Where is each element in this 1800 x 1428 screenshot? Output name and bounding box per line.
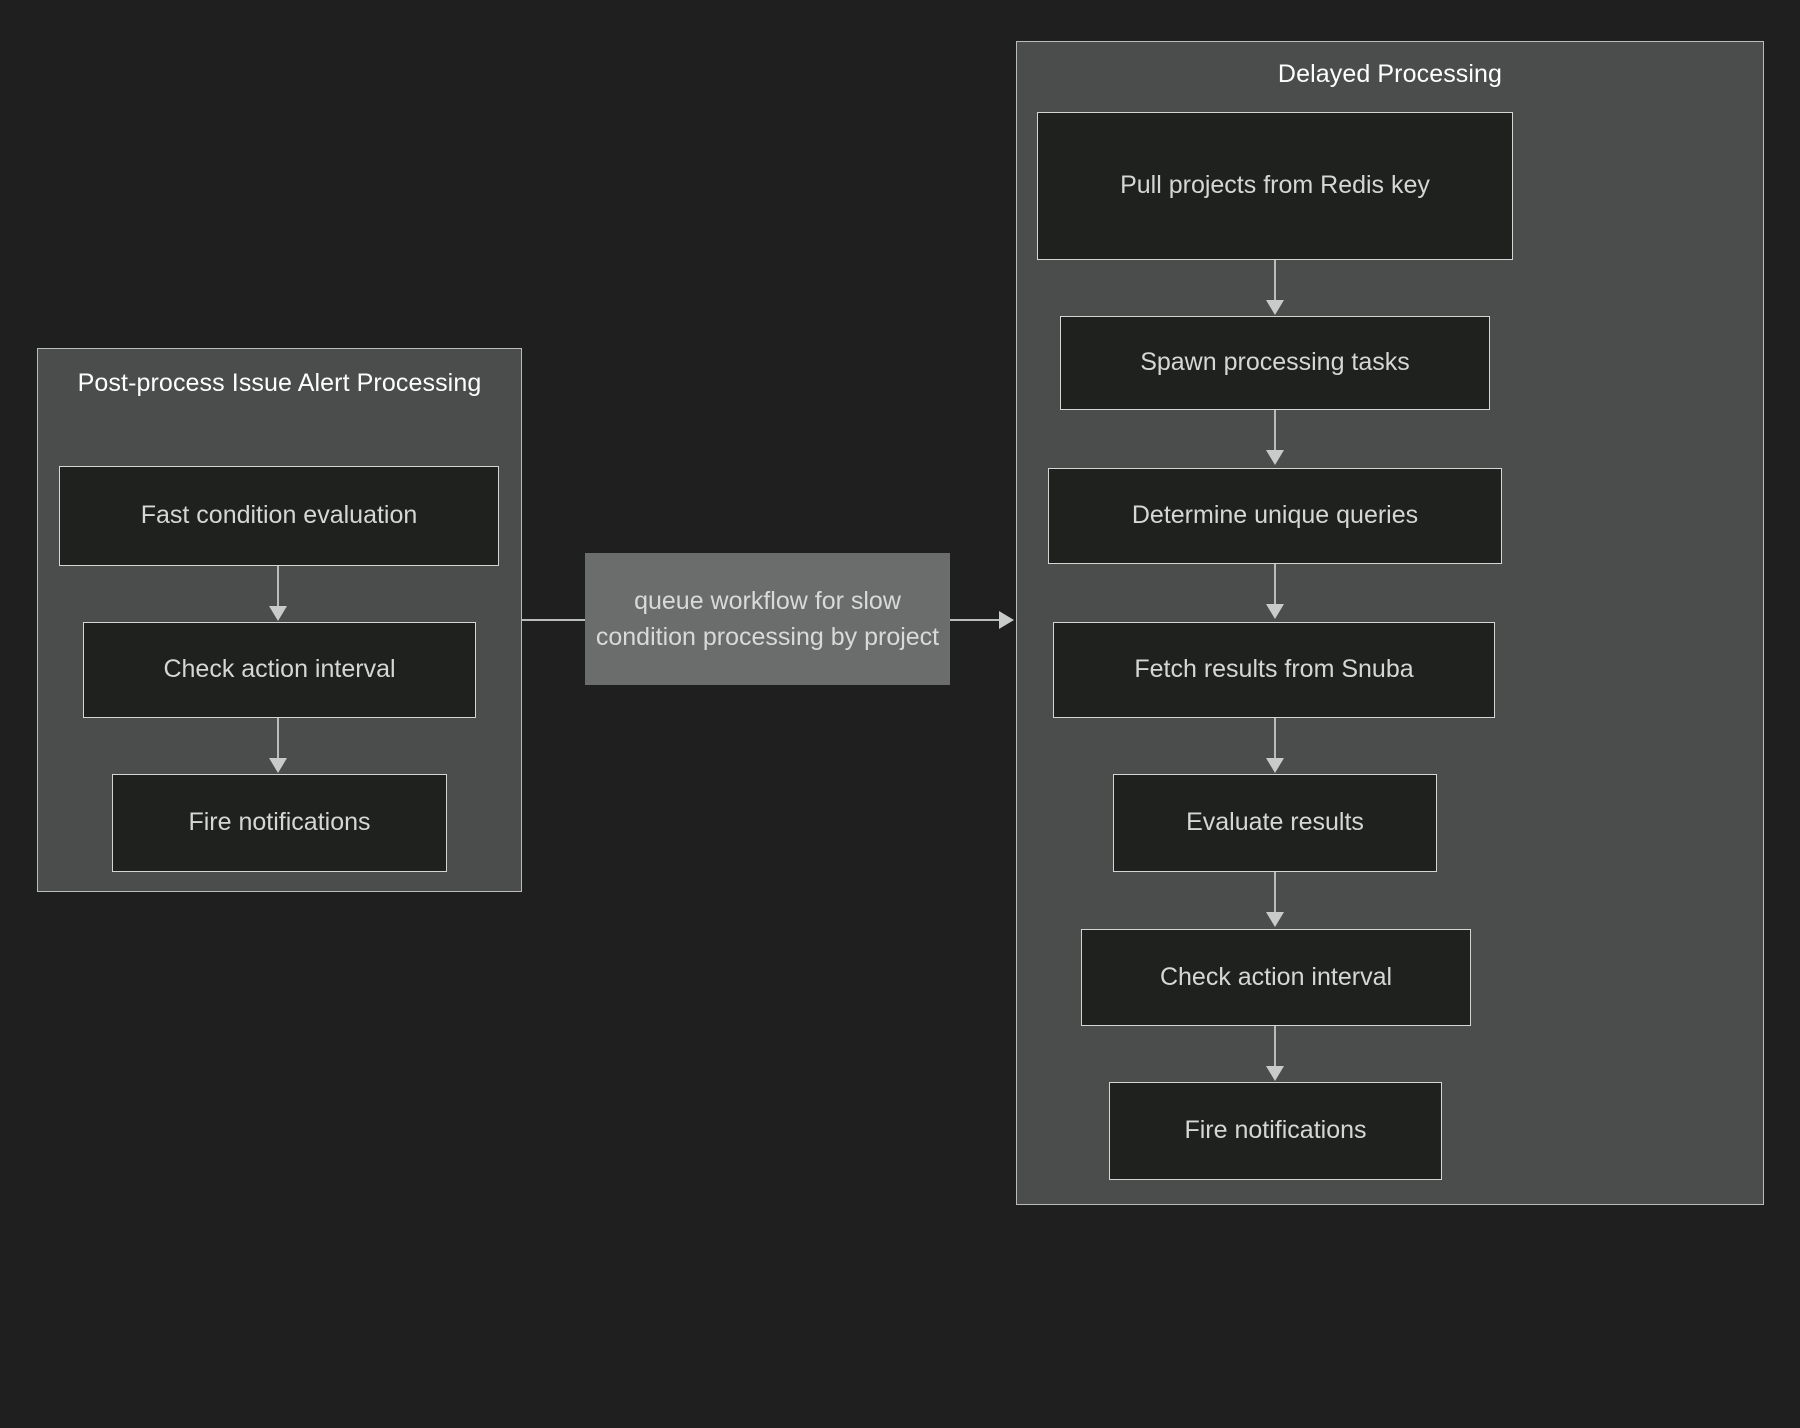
arrow-check-to-fire-icon xyxy=(269,758,287,773)
node-pull-projects-from-redis-key[interactable]: Pull projects from Redis key xyxy=(1037,112,1513,260)
node-label-fire-notifications: Fire notifications xyxy=(188,808,371,837)
subgraph-title-post-process: Post-process Issue Alert Processing xyxy=(77,369,482,397)
node-label-check-action-interval: Check action interval xyxy=(163,655,396,684)
node-spawn-processing-tasks[interactable]: Spawn processing tasks xyxy=(1060,316,1490,410)
node-label-fire-notifications-delayed: Fire notifications xyxy=(1184,1116,1367,1145)
edge-fast-to-check xyxy=(277,566,279,610)
edge-cross-subgraph-line-right xyxy=(949,619,999,621)
node-label-fast-condition-evaluation: Fast condition evaluation xyxy=(140,501,418,530)
arrow-pull-to-spawn-icon xyxy=(1266,300,1284,315)
node-determine-unique-queries[interactable]: Determine unique queries xyxy=(1048,468,1502,564)
edge-check-to-fire xyxy=(277,718,279,762)
arrow-cross-subgraph-icon xyxy=(999,611,1014,629)
edge-label-queue-workflow: queue workflow for slow condition proces… xyxy=(585,553,950,685)
arrow-evaluate-to-check-icon xyxy=(1266,912,1284,927)
node-label-fetch-results-from-snuba: Fetch results from Snuba xyxy=(1134,655,1414,684)
node-label-evaluate-results: Evaluate results xyxy=(1186,808,1364,837)
node-label-check-action-interval-delayed: Check action interval xyxy=(1159,962,1393,991)
arrow-check-to-fire-delayed-icon xyxy=(1266,1066,1284,1081)
node-fire-notifications[interactable]: Fire notifications xyxy=(112,774,447,872)
node-fire-notifications-delayed[interactable]: Fire notifications xyxy=(1109,1082,1442,1180)
node-label-pull-projects-from-redis-key: Pull projects from Redis key xyxy=(1120,171,1430,200)
edge-check-to-fire-delayed xyxy=(1274,1026,1276,1070)
subgraph-title-delayed-processing: Delayed Processing xyxy=(1277,60,1503,88)
node-label-determine-unique-queries: Determine unique queries xyxy=(1131,501,1419,530)
node-evaluate-results[interactable]: Evaluate results xyxy=(1113,774,1437,872)
edge-pull-to-spawn xyxy=(1274,260,1276,304)
edge-spawn-to-determine xyxy=(1274,410,1276,454)
arrow-determine-to-fetch-icon xyxy=(1266,604,1284,619)
edge-label-text: queue workflow for slow condition proces… xyxy=(595,586,940,651)
arrow-fetch-to-evaluate-icon xyxy=(1266,758,1284,773)
edge-fetch-to-evaluate xyxy=(1274,718,1276,762)
arrow-spawn-to-determine-icon xyxy=(1266,450,1284,465)
node-check-action-interval[interactable]: Check action interval xyxy=(83,622,476,718)
edge-evaluate-to-check xyxy=(1274,872,1276,916)
node-check-action-interval-delayed[interactable]: Check action interval xyxy=(1081,929,1471,1026)
edge-cross-subgraph-line-left xyxy=(522,619,587,621)
node-fetch-results-from-snuba[interactable]: Fetch results from Snuba xyxy=(1053,622,1495,718)
arrow-fast-to-check-icon xyxy=(269,606,287,621)
node-label-spawn-processing-tasks: Spawn processing tasks xyxy=(1140,348,1410,377)
node-fast-condition-evaluation[interactable]: Fast condition evaluation xyxy=(59,466,499,566)
edge-determine-to-fetch xyxy=(1274,564,1276,608)
